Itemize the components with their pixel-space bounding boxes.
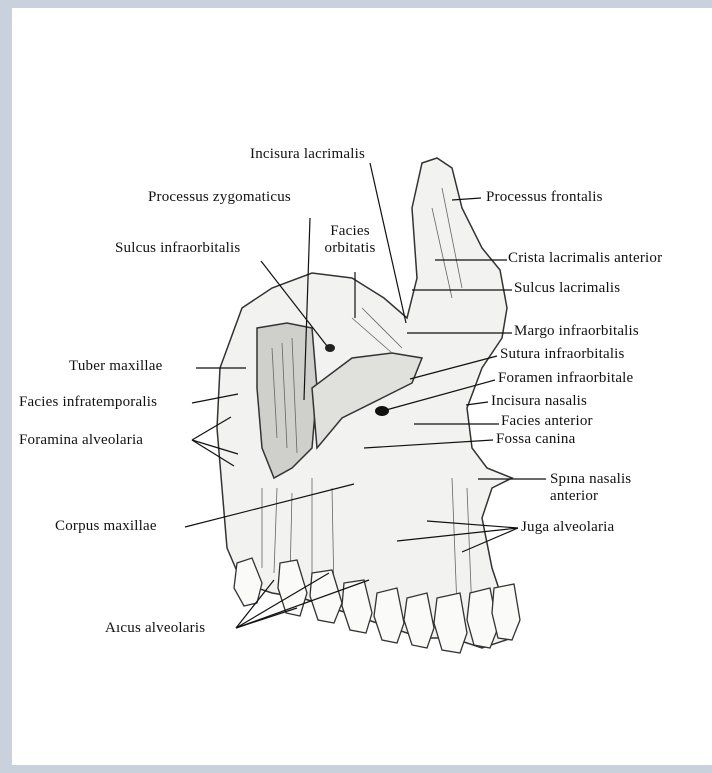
label-tuber-maxillae: Tuber maxillae bbox=[69, 358, 162, 374]
label-incisura-lacrimalis: Incisura lacrimalis bbox=[250, 146, 365, 162]
figure-frame: Incisura lacrimalis Processus zygomaticu… bbox=[12, 8, 712, 765]
label-juga-alveolaria: Juga alveolaria bbox=[521, 519, 614, 535]
label-facies-orbitatis-2: orbitatis bbox=[314, 240, 386, 256]
label-fossa-canina: Fossa canina bbox=[496, 431, 575, 447]
label-processus-frontalis: Processus frontalis bbox=[486, 189, 603, 205]
label-sutura-infraorbitalis: Sutura infraorbitalis bbox=[500, 346, 625, 362]
label-crista-lacrimalis-anterior: Crista lacrimalis anterior bbox=[508, 250, 662, 266]
label-incisura-nasalis: Incisura nasalis bbox=[491, 393, 587, 409]
label-facies-infratemporalis: Facies infratemporalis bbox=[19, 394, 157, 410]
label-spina-nasalis-2: anterior bbox=[550, 488, 598, 504]
label-corpus-maxillae: Corpus maxillae bbox=[55, 518, 157, 534]
label-sulcus-lacrimalis: Sulcus lacrimalis bbox=[514, 280, 620, 296]
foramen-infraorbitale-mark bbox=[375, 406, 389, 416]
label-facies-anterior: Facies anterior bbox=[501, 413, 593, 429]
label-facies-orbitatis-1: Facies bbox=[314, 223, 386, 239]
label-arcus-alveolaris: Aıcus alveolaris bbox=[105, 620, 205, 636]
label-foramina-alveolaria: Foramina alveolaria bbox=[19, 432, 143, 448]
label-processus-zygomaticus: Processus zygomaticus bbox=[148, 189, 291, 205]
label-sulcus-infraorbitalis: Sulcus infraorbitalis bbox=[115, 240, 240, 256]
maxilla-illustration bbox=[12, 8, 712, 765]
label-spina-nasalis-1: Spına nasalis bbox=[550, 471, 631, 487]
label-foramen-infraorbitale: Foramen infraorbitale bbox=[498, 370, 633, 386]
label-margo-infraorbitalis: Margo infraorbitalis bbox=[514, 323, 639, 339]
